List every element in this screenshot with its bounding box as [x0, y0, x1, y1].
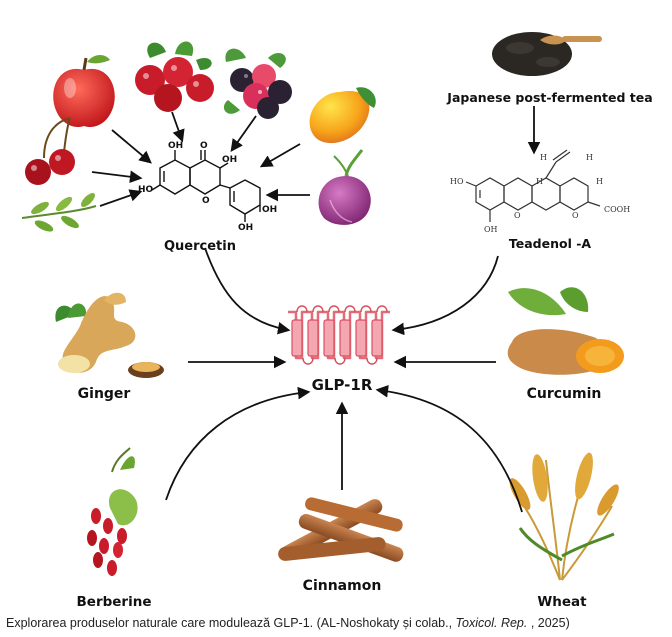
arrow-teadenol-to-glp1r — [391, 255, 499, 336]
label-teadenol: Teadenol -A — [509, 236, 592, 251]
label-japanese-tea: Japanese post-fermented tea — [446, 90, 652, 105]
figure-caption: Explorarea produselor naturale care modu… — [6, 612, 666, 634]
arrow-berries-to-quercetin — [230, 115, 257, 153]
arrow-cranberry-to-quercetin — [171, 111, 185, 143]
arrow-apple-to-quercetin — [111, 129, 152, 164]
caption-tail: , 2025) — [527, 616, 570, 630]
cranberry-illustration — [135, 41, 214, 112]
ginger-illustration — [55, 292, 164, 378]
quercetin-atom-oh-4: OH — [238, 223, 253, 233]
caption-text: Explorarea produselor naturale care modu… — [6, 616, 456, 630]
label-cinnamon: Cinnamon — [303, 578, 382, 594]
tea-leaf-sprig-illustration — [21, 193, 97, 232]
label-berberine: Berberine — [77, 594, 152, 610]
teadenol-atom-oh: OH — [484, 225, 498, 234]
berberine-illustration — [87, 447, 138, 576]
arrows — [91, 106, 541, 513]
arrow-cherry-to-quercetin — [91, 170, 143, 184]
quercetin-structure — [151, 150, 261, 222]
berries-illustration — [223, 48, 292, 119]
arrow-wheat-to-glp1r — [375, 385, 523, 513]
arrow-mango-to-quercetin — [259, 143, 301, 168]
label-wheat: Wheat — [537, 594, 587, 610]
glp1-natural-products-diagram: OH O OH HO O OH OH H H H H HO O O COOH O… — [21, 32, 653, 610]
teadenol-atom-o-2: O — [572, 211, 579, 220]
teadenol-atom-ho: HO — [450, 177, 464, 186]
cherry-illustration — [25, 117, 75, 185]
teadenol-atom-h-2: H — [586, 153, 593, 162]
teadenol-atom-cooh: COOH — [604, 205, 630, 214]
glp1r-receptor-icon — [288, 305, 390, 365]
teadenol-atom-h-3: H — [536, 177, 543, 186]
quercetin-atom-oh-2: OH — [222, 155, 237, 165]
teadenol-atom-labels: H H H H HO O O COOH OH — [450, 153, 630, 234]
quercetin-atom-oh-1: OH — [168, 141, 183, 151]
arrow-berberine-to-glp1r — [165, 386, 311, 501]
cinnamon-illustration — [278, 497, 404, 562]
label-glp1r: GLP-1R — [312, 376, 373, 394]
japanese-tea-illustration — [492, 32, 602, 76]
label-curcumin: Curcumin — [527, 386, 602, 402]
teadenol-atom-h-4: H — [596, 177, 603, 186]
quercetin-atom-labels: OH O OH HO O OH OH — [138, 141, 277, 233]
quercetin-atom-o-1: O — [200, 141, 208, 151]
quercetin-atom-oh-3: OH — [262, 205, 277, 215]
curcumin-illustration — [507, 287, 624, 375]
teadenol-structure — [465, 149, 601, 222]
teadenol-atom-h-1: H — [540, 153, 547, 162]
label-quercetin: Quercetin — [164, 239, 236, 254]
wheat-illustration — [509, 452, 619, 581]
arrow-tea-sprig-to-quercetin — [99, 189, 143, 207]
arrow-quercetin-to-glp1r — [204, 247, 291, 335]
mango-illustration — [309, 87, 376, 144]
apple-illustration — [53, 55, 115, 128]
quercetin-atom-ho: HO — [138, 185, 154, 195]
onion-illustration — [318, 149, 371, 225]
label-ginger: Ginger — [78, 386, 131, 402]
teadenol-atom-o-1: O — [514, 211, 521, 220]
quercetin-atom-o-2: O — [202, 196, 210, 206]
caption-journal: Toxicol. Rep. — [455, 616, 528, 630]
